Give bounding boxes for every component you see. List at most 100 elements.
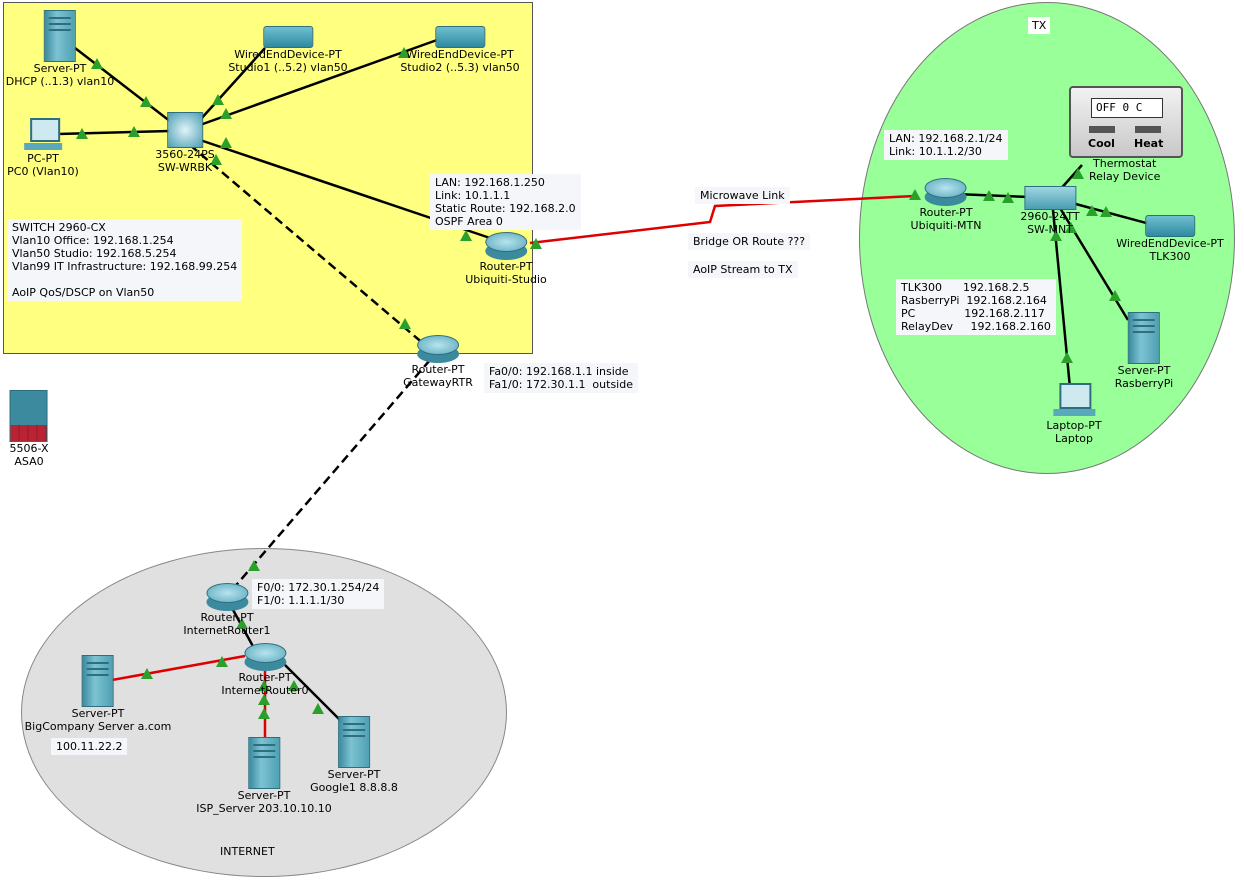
thermostat-name: Relay Device (1089, 170, 1161, 183)
mtn-router-note: LAN: 192.168.2.1/24 Link: 10.1.1.2/30 (884, 130, 1008, 160)
laptop-name: Laptop (1055, 432, 1093, 445)
gateway-note: Fa0/0: 192.168.1.1 inside Fa1/0: 172.30.… (484, 363, 638, 393)
server-icon (44, 10, 76, 62)
pc-icon (24, 118, 62, 152)
ir1-note: F0/0: 172.30.1.254/24 F1/0: 1.1.1.1/30 (252, 579, 385, 609)
switch-config-note: SWITCH 2960-CX Vlan10 Office: 192.168.1.… (7, 219, 243, 301)
router-icon (924, 178, 967, 206)
gateway-model: Router-PT (411, 363, 465, 376)
asa-name: ASA0 (14, 455, 44, 468)
firewall-icon (9, 390, 48, 442)
studio2[interactable]: WiredEndDevice-PT Studio2 (..5.3) vlan50 (400, 26, 520, 74)
pc0-model: PC-PT (27, 152, 59, 165)
server-icon (1128, 312, 1160, 364)
asa-model: 5506-X (9, 442, 49, 455)
internet-area-label: INTERNET (220, 845, 275, 858)
sw-wrbk-name: SW-WRBK (157, 161, 213, 174)
ubiquiti-mtn-model: Router-PT (919, 206, 973, 219)
tlk300-model: WiredEndDevice-PT (1116, 237, 1224, 250)
isp-name: ISP_Server 203.10.10.10 (196, 802, 332, 815)
heat-button-bar (1135, 126, 1161, 133)
ubiquiti-studio-name: Ubiquiti-Studio (465, 273, 547, 286)
laptop[interactable]: Laptop-PT Laptop (1046, 383, 1102, 445)
google-server[interactable]: Server-PT Google1 8.8.8.8 (310, 716, 398, 794)
rpi-model: Server-PT (1117, 364, 1171, 377)
router-icon (484, 232, 527, 260)
ir1-model: Router-PT (200, 611, 254, 624)
server-icon (338, 716, 370, 768)
tlk300-name: TLK300 (1149, 250, 1191, 263)
cool-button-bar (1089, 126, 1115, 133)
thermostat-panel[interactable]: OFF 0 C Cool Heat (1069, 86, 1183, 158)
server-dhcp[interactable]: Server-PT DHCP (..1.3) vlan10 (6, 10, 114, 88)
wired-end-device-icon (263, 26, 313, 48)
link-server-switch (74, 47, 176, 126)
wired-end-device-icon (1144, 215, 1195, 237)
google-model: Server-PT (327, 768, 381, 781)
thermostat-display: OFF 0 C (1091, 98, 1163, 118)
tx-area-label: TX (1028, 17, 1051, 34)
gateway-name: GatewayRTR (403, 376, 473, 389)
raspberrypi-server[interactable]: Server-PT RasberryPi (1115, 312, 1173, 390)
server-icon (248, 737, 280, 789)
internet-router1[interactable]: Router-PT InternetRouter1 (183, 583, 271, 637)
studio2-model: WiredEndDevice-PT (406, 48, 514, 61)
ir0-name: InternetRouter0 (221, 684, 309, 697)
studio2-name: Studio2 (..5.3) vlan50 (400, 61, 520, 74)
heat-button[interactable]: Heat (1134, 137, 1164, 150)
microwave-link (529, 194, 916, 245)
pc0-name: PC0 (Vlan10) (7, 165, 79, 178)
microwave-link-label: Microwave Link (695, 187, 790, 204)
sw-mnt-model: 2960-24TT (1020, 210, 1080, 223)
studio1-name: Studio1 (..5.2) vlan50 (228, 61, 348, 74)
studio1[interactable]: WiredEndDevice-PT Studio1 (..5.2) vlan50 (228, 26, 348, 74)
link-ir0-google (279, 659, 346, 726)
laptop-icon (1052, 383, 1095, 419)
sw-wrbk-model: 3560-24PS (155, 148, 215, 161)
tx-area (859, 2, 1235, 474)
server-dhcp-model: Server-PT (33, 62, 87, 75)
multilayer-switch-icon (166, 112, 203, 148)
pc0[interactable]: PC-PT PC0 (Vlan10) (7, 118, 79, 178)
link-studio2-switch (199, 38, 438, 127)
bigcompany-server[interactable]: Server-PT BigCompany Server a.com (24, 655, 172, 733)
aoip-label: AoIP Stream to TX (688, 261, 798, 278)
asa-firewall[interactable]: 5506-X ASA0 (9, 390, 49, 468)
sw-wrbk[interactable]: 3560-24PS SW-WRBK (155, 112, 215, 174)
tlk300[interactable]: WiredEndDevice-PT TLK300 (1116, 215, 1224, 263)
isp-server[interactable]: Server-PT ISP_Server 203.10.10.10 (196, 737, 332, 815)
isp-model: Server-PT (237, 789, 291, 802)
link-switch-tlk300 (1071, 201, 1151, 226)
server-icon (82, 655, 114, 707)
bigcompany-name: BigCompany Server a.com (24, 720, 172, 733)
router-icon (417, 335, 459, 363)
ubiquiti-studio-router[interactable]: Router-PT Ubiquiti-Studio (465, 232, 547, 286)
laptop-model: Laptop-PT (1046, 419, 1102, 432)
link-studio1-switch (199, 47, 266, 121)
bridge-label: Bridge OR Route ??? (688, 233, 811, 250)
router-icon (243, 643, 286, 671)
port-markers (76, 47, 1121, 719)
server-dhcp-name: DHCP (..1.3) vlan10 (5, 75, 115, 88)
internet-router0[interactable]: Router-PT InternetRouter0 (221, 643, 309, 697)
router-icon (205, 583, 248, 611)
sw-mnt[interactable]: 2960-24TT SW-MNT (1020, 186, 1080, 236)
link-mtn-router-switch (954, 192, 1031, 199)
cool-button[interactable]: Cool (1088, 137, 1115, 150)
ubiquiti-mtn-router[interactable]: Router-PT Ubiquiti-MTN (910, 178, 982, 232)
bigcompany-ip: 100.11.22.2 (51, 738, 128, 755)
tx-hosts-note: TLK300 192.168.2.5 RasberryPi 192.168.2.… (896, 279, 1056, 335)
switch-icon (1024, 186, 1076, 210)
ubiquiti-mtn-name: Ubiquiti-MTN (910, 219, 982, 232)
ir1-name: InternetRouter1 (183, 624, 271, 637)
thermostat-model: Thermostat (1093, 157, 1157, 170)
link-switch-gateway (189, 144, 426, 346)
thermostat-label: Thermostat Relay Device (1089, 157, 1160, 183)
wired-end-device-icon (435, 26, 485, 48)
bigcompany-model: Server-PT (71, 707, 125, 720)
studio1-model: WiredEndDevice-PT (234, 48, 342, 61)
gateway-router[interactable]: Router-PT GatewayRTR (403, 335, 473, 389)
link-pc-switch (57, 129, 171, 136)
ir0-model: Router-PT (238, 671, 292, 684)
